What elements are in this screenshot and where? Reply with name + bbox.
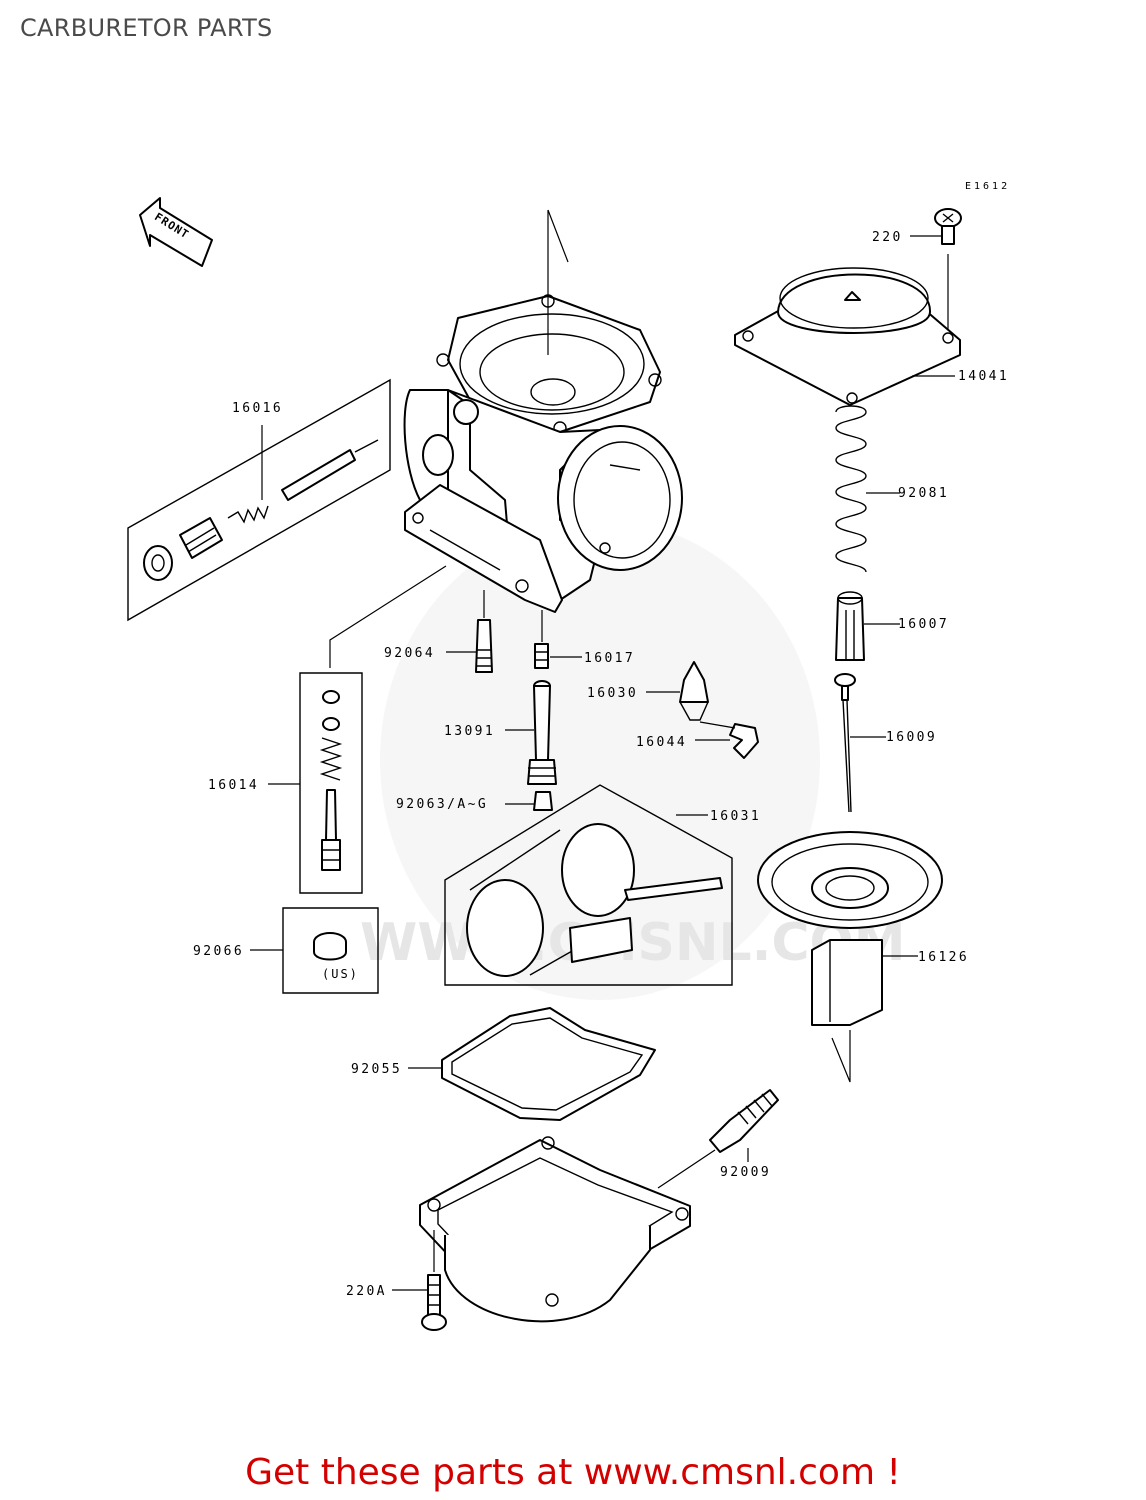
pilot-screw-kit-16016 (127, 378, 391, 622)
clip-16044 (729, 723, 759, 759)
jet-92064 (475, 619, 493, 673)
watermark-logo: WWW.CMSNL.COM (360, 520, 905, 1000)
needle-jet-13091 (527, 680, 557, 785)
part-note-us: (US) (322, 967, 359, 981)
part-label-16009: 16009 (886, 730, 937, 745)
screw-220 (934, 208, 962, 245)
gasket-92055 (441, 1007, 656, 1121)
promo-link[interactable]: Get these parts at www.cmsnl.com ! (245, 1452, 901, 1493)
diagram-code: E1612 (965, 181, 1010, 192)
part-label-220: 220 (872, 230, 903, 245)
part-label-16007: 16007 (898, 617, 949, 632)
float-16031 (444, 784, 733, 986)
jet-16017 (534, 643, 549, 669)
carburetor-body (403, 294, 683, 613)
part-label-16030: 16030 (587, 686, 638, 701)
diaphragm-16126 (757, 831, 943, 1026)
part-label-16017: 16017 (584, 651, 635, 666)
main-jet-92063 (533, 791, 553, 811)
part-label-16126: 16126 (918, 950, 969, 965)
part-label-16031: 16031 (710, 809, 761, 824)
spring-92081 (835, 405, 867, 573)
page-title: CARBURETOR PARTS (20, 14, 273, 42)
part-label-16014: 16014 (208, 778, 259, 793)
holder-16007 (835, 591, 865, 661)
float-valve-16030 (679, 661, 709, 721)
part-label-92066: 92066 (193, 944, 244, 959)
part-label-92064: 92064 (384, 646, 435, 661)
cap-14041 (734, 267, 961, 406)
part-label-220A: 220A (346, 1284, 387, 1299)
part-label-14041: 14041 (958, 369, 1009, 384)
part-label-92063: 92063/A~G (396, 797, 488, 812)
screw-220A (421, 1274, 447, 1331)
part-label-92055: 92055 (351, 1062, 402, 1077)
part-label-16044: 16044 (636, 735, 687, 750)
drain-screw-92009 (709, 1089, 779, 1153)
part-label-13091: 13091 (444, 724, 495, 739)
part-label-92009: 92009 (720, 1165, 771, 1180)
front-arrow-icon: FRONT (139, 197, 213, 267)
needle-16009 (834, 673, 856, 813)
cap-92066 (282, 907, 379, 994)
starter-plunger-kit-16014 (299, 672, 363, 894)
float-bowl (419, 1136, 691, 1323)
part-label-16016: 16016 (232, 401, 283, 416)
part-label-92081: 92081 (898, 486, 949, 501)
